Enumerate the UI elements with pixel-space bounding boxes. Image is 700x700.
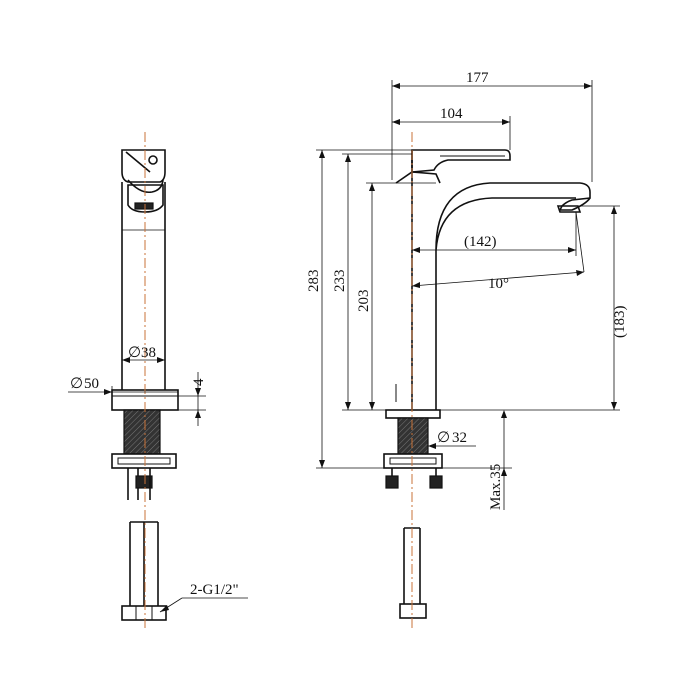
spout-height-label: 203 bbox=[356, 290, 372, 313]
side-threaded-shank bbox=[397, 417, 429, 455]
spout-reach-label: (142) bbox=[464, 234, 497, 250]
callout-inlet-thread: 2-G1/2" bbox=[159, 582, 248, 613]
total-width-label: 177 bbox=[466, 70, 489, 86]
handle-height-label: 233 bbox=[332, 270, 348, 293]
dimension-spout-angle: 10° bbox=[411, 211, 585, 292]
front-hose-fitting bbox=[121, 605, 167, 621]
front-body bbox=[121, 182, 166, 390]
dimension-max-deck: Max.35 bbox=[442, 410, 512, 510]
dimension-total-height: 283 bbox=[306, 149, 412, 469]
dimension-handle-height: 233 bbox=[332, 153, 412, 411]
dimension-spout-height: 203 bbox=[356, 182, 436, 410]
base-diameter-label: 50 bbox=[84, 376, 99, 392]
base-diameter-symbol: ∅ bbox=[70, 376, 83, 392]
spout-angle-label: 10° bbox=[488, 276, 509, 292]
dimension-total-width: 177 bbox=[391, 70, 593, 182]
front-stud-nut bbox=[135, 475, 153, 489]
body-diameter-label: 38 bbox=[141, 345, 156, 361]
front-nut-inner bbox=[117, 457, 171, 465]
total-height-label: 283 bbox=[306, 270, 322, 293]
side-view: 177 104 (142) 10° bbox=[306, 70, 628, 628]
outlet-height-label: (183) bbox=[612, 306, 628, 339]
max-deck-label: Max.35 bbox=[488, 464, 504, 510]
dimension-base-diameter: ∅ 50 bbox=[68, 376, 178, 398]
side-base-plate bbox=[385, 409, 441, 419]
side-stud-nut-right bbox=[429, 475, 443, 489]
dimension-outlet-height: (183) bbox=[440, 205, 628, 411]
inlet-thread-label: 2-G1/2" bbox=[190, 582, 239, 598]
side-fixing-nut bbox=[383, 453, 443, 469]
front-handle-outline bbox=[121, 149, 166, 183]
front-threaded-shank bbox=[123, 409, 161, 455]
side-hose-fitting bbox=[399, 603, 427, 619]
side-handle-lever bbox=[411, 149, 511, 173]
side-spout-outlet bbox=[556, 205, 582, 213]
dimension-spout-reach: (142) bbox=[412, 212, 577, 256]
hole-diameter-symbol: ∅ bbox=[437, 430, 450, 446]
front-handle-screw bbox=[148, 155, 158, 165]
side-stud-nut-left bbox=[385, 475, 399, 489]
side-spout bbox=[435, 182, 591, 251]
side-nut-inner bbox=[389, 457, 437, 465]
dimension-handle-reach: 104 bbox=[392, 106, 511, 150]
front-fixing-nut bbox=[111, 453, 177, 469]
front-view: ∅ 38 ∅ 50 4 2-G1/2" bbox=[68, 132, 248, 628]
side-body bbox=[411, 150, 437, 410]
hole-diameter-label: 32 bbox=[452, 430, 467, 446]
dimension-base-thickness: 4 bbox=[178, 372, 207, 426]
dimension-hole-diameter: ∅ 32 bbox=[428, 430, 476, 449]
side-handle-joint bbox=[395, 171, 441, 184]
front-hose bbox=[129, 521, 159, 606]
front-aerator bbox=[134, 202, 154, 210]
dimension-body-diameter: ∅ 38 bbox=[122, 345, 165, 363]
body-diameter-symbol: ∅ bbox=[128, 345, 141, 361]
base-thickness-label: 4 bbox=[191, 378, 207, 386]
handle-reach-label: 104 bbox=[440, 106, 463, 122]
